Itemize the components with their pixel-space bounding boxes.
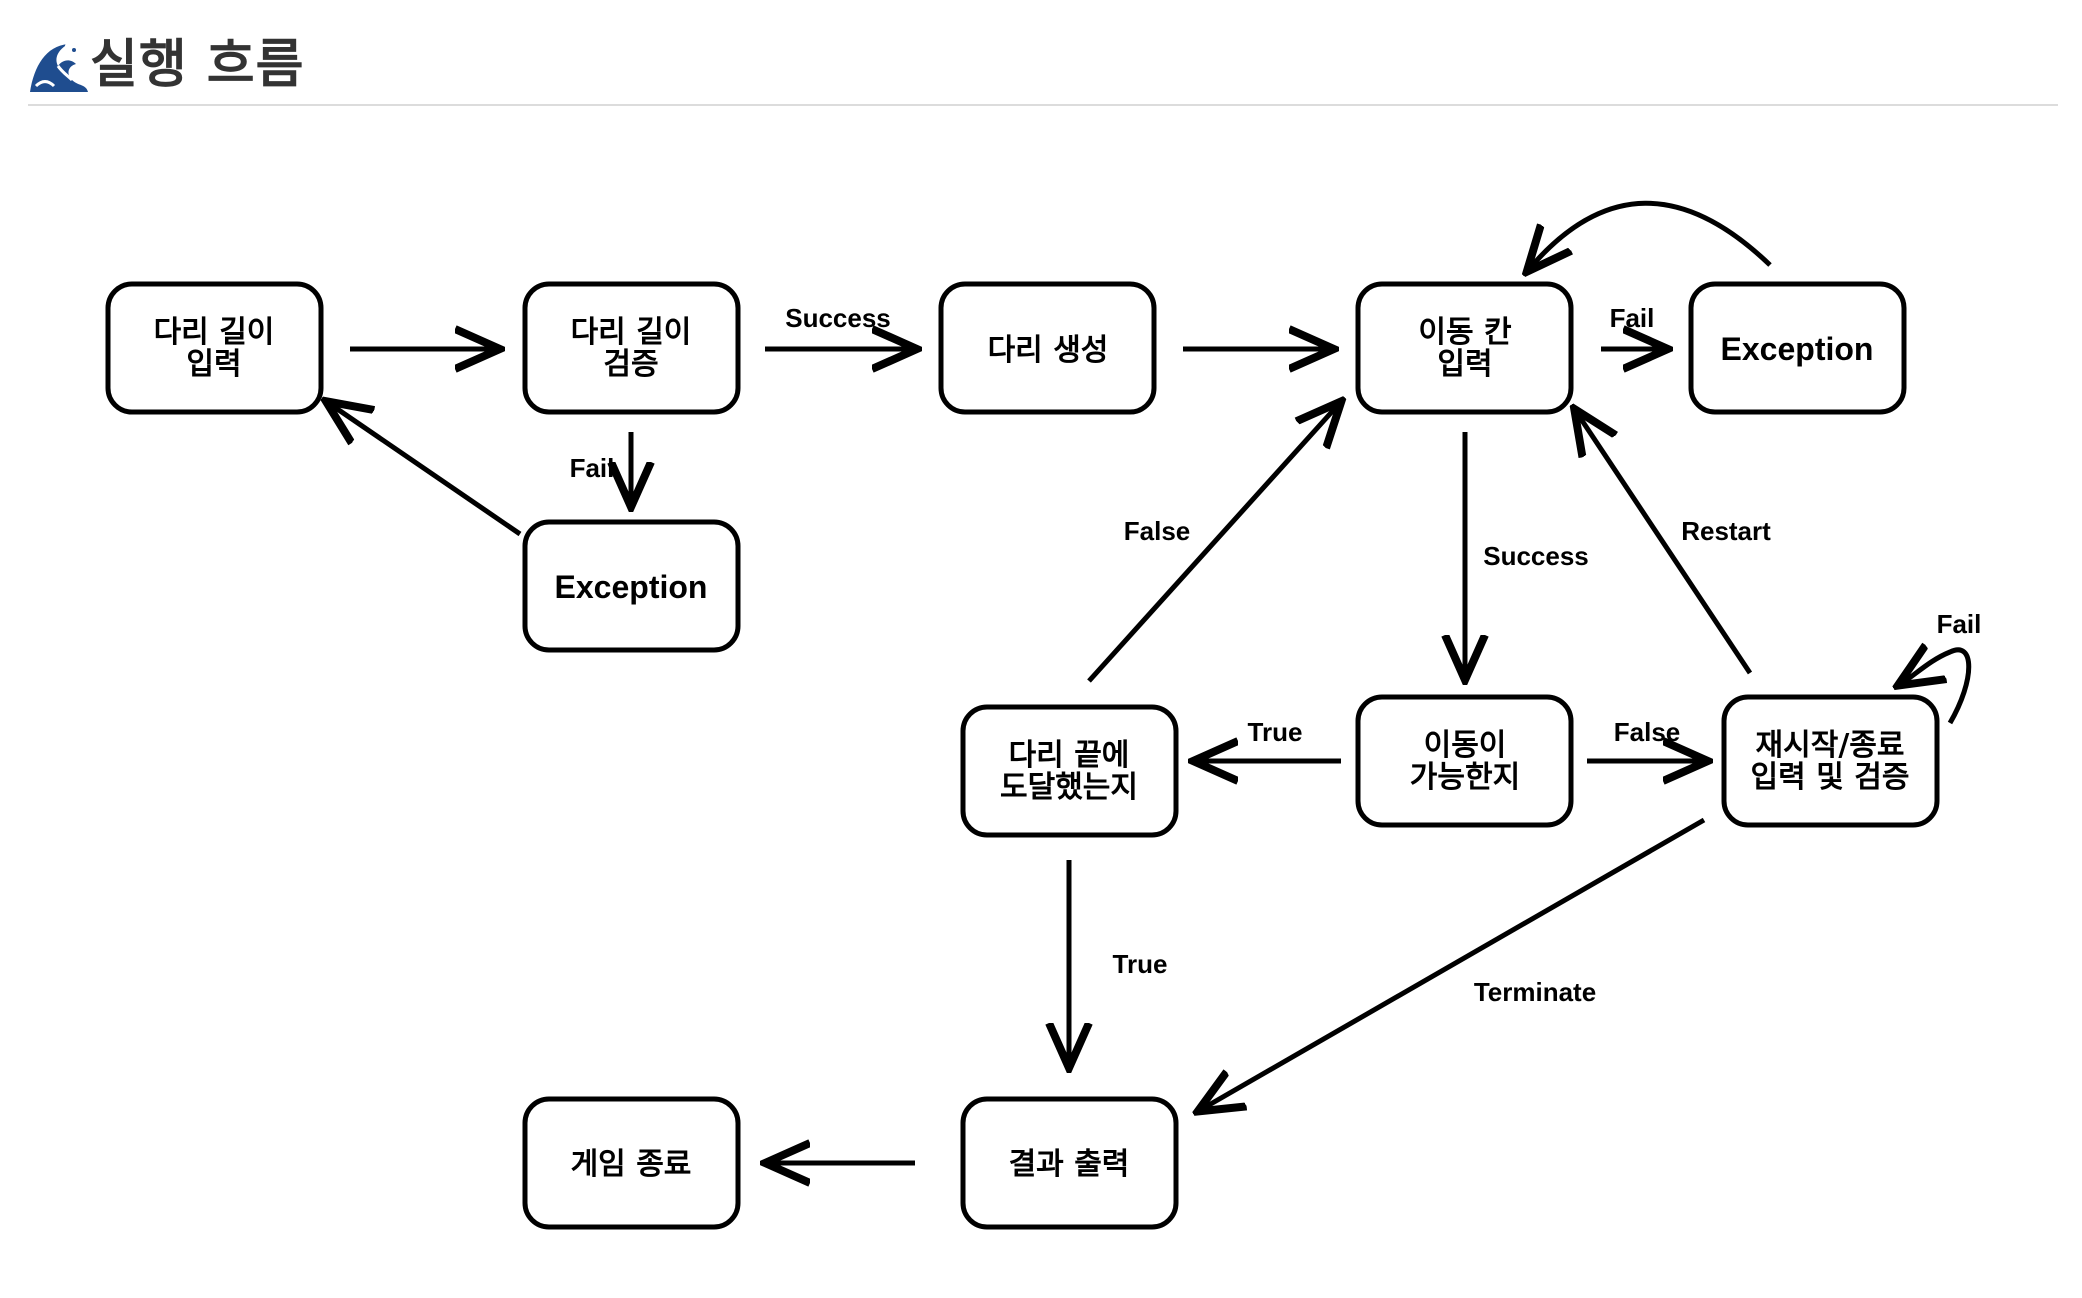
edge-label-restart: Restart: [1681, 516, 1771, 546]
node-can-move: 이동이 가능한지: [1355, 694, 1574, 828]
node-restart-input-line1: 재시작/종료: [1756, 728, 1905, 763]
edge-label-false-2: False: [1614, 717, 1681, 747]
node-exception-1: Exception: [522, 519, 741, 653]
node-restart-input-line2: 입력 및 검증: [1751, 760, 1910, 795]
node-create-bridge: 다리 생성: [938, 281, 1157, 415]
node-exception-2-label: Exception: [1721, 331, 1874, 367]
edge-label-terminate: Terminate: [1474, 977, 1596, 1007]
edge-label-success-2: Success: [1483, 541, 1589, 571]
edge-label-fail-2: Fail: [1610, 303, 1655, 333]
wave-icon: [28, 36, 90, 98]
edge-label-true-1: True: [1248, 717, 1303, 747]
node-reached-end-line1: 다리 끝에: [1009, 738, 1130, 773]
node-input-length: 다리 길이 입력: [105, 281, 324, 415]
edge-label-fail-3: Fail: [1937, 609, 1982, 639]
node-input-move-line1: 이동 칸: [1418, 315, 1512, 350]
node-exception-2: Exception: [1688, 281, 1907, 415]
node-can-move-line1: 이동이: [1424, 728, 1507, 763]
edge-label-false-1: False: [1124, 516, 1191, 546]
node-game-end-label: 게임 종료: [571, 1147, 692, 1182]
edge-reached-end-to-move-input: [1087, 405, 1338, 683]
edge-label-true-2: True: [1113, 949, 1168, 979]
node-create-bridge-label: 다리 생성: [988, 333, 1109, 368]
node-can-move-line2: 가능한지: [1410, 760, 1520, 795]
edge-restart-to-move-input: [1577, 413, 1753, 675]
page-header: 실행 흐름: [28, 24, 2058, 106]
edge-label-fail-1: Fail: [570, 453, 615, 483]
node-print-result: 결과 출력: [960, 1096, 1179, 1230]
node-reached-end: 다리 끝에 도달했는지: [960, 704, 1179, 838]
node-validate-length-line2: 검증: [603, 347, 658, 382]
node-print-result-label: 결과 출력: [1009, 1147, 1130, 1182]
node-reached-end-line2: 도달했는지: [1000, 770, 1138, 805]
node-validate-length-line1: 다리 길이: [571, 315, 692, 350]
edge-label-success-1: Success: [785, 303, 891, 333]
node-validate-length: 다리 길이 검증: [522, 281, 741, 415]
edge-restart-to-result: [1202, 817, 1706, 1109]
node-game-end: 게임 종료: [522, 1096, 741, 1230]
node-input-length-line1: 다리 길이: [154, 315, 275, 350]
node-input-move: 이동 칸 입력: [1355, 281, 1574, 415]
edge-restart-self-loop: [1902, 650, 1972, 725]
node-input-length-line2: 입력: [186, 347, 241, 382]
node-input-move-line2: 입력: [1437, 347, 1492, 382]
edge-exception-to-input: [330, 404, 522, 537]
node-exception-1-label: Exception: [555, 569, 708, 605]
edge-exception-to-move-input: [1530, 200, 1772, 268]
page-title: 실행 흐름: [90, 35, 305, 95]
node-restart-input: 재시작/종료 입력 및 검증: [1721, 694, 1940, 828]
